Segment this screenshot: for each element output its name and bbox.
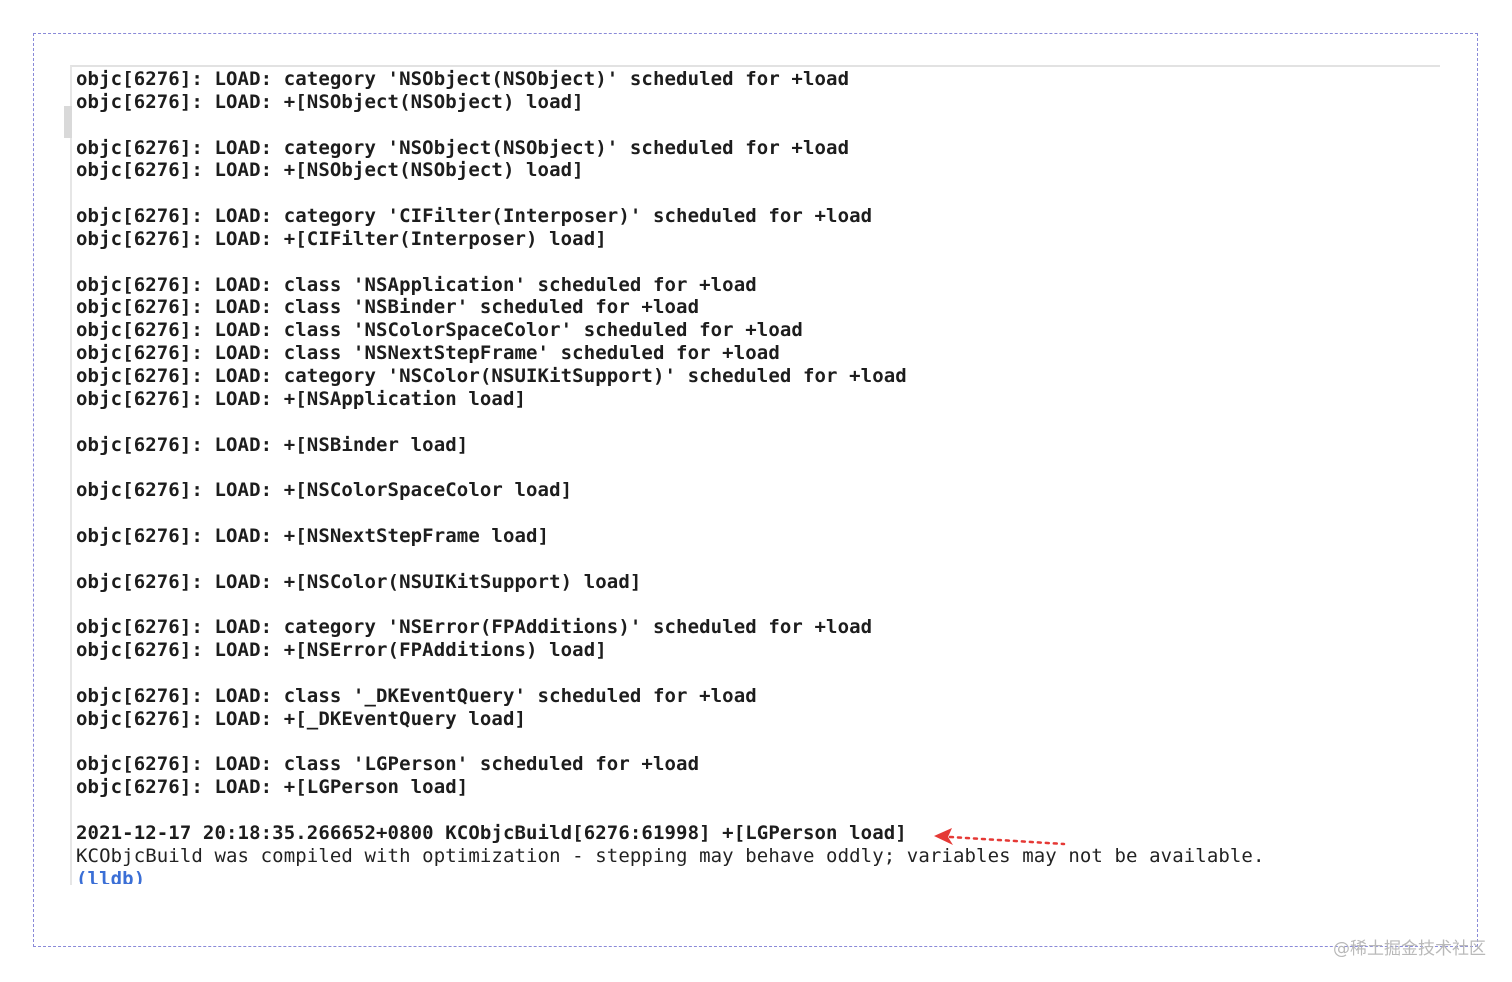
dashed-frame [33,33,1478,947]
console-warning-line: KCObjcBuild was compiled with optimizati… [76,844,1265,867]
console-line [76,662,1265,685]
console-line: objc[6276]: LOAD: +[_DKEventQuery load] [76,707,527,730]
red-arrow-icon [934,828,1066,846]
console-line: objc[6276]: LOAD: class 'NSBinder' sched… [76,296,700,319]
console-line [76,182,1265,205]
console-line: objc[6276]: LOAD: +[NSBinder load] [76,433,469,456]
console-line: objc[6276]: LOAD: class 'NSNextStepFrame… [76,342,780,365]
console-line [76,548,1265,571]
console-line: objc[6276]: LOAD: +[NSNextStepFrame load… [76,524,550,547]
console-line [76,730,1265,753]
console-line: objc[6276]: LOAD: +[NSColor(NSUIKitSuppo… [76,570,642,593]
console-line: objc[6276]: LOAD: +[NSObject(NSObject) l… [76,159,584,182]
console-line: objc[6276]: LOAD: category 'NSObject(NSO… [76,68,850,90]
console-line-timestamp: 2021-12-17 20:18:35.266652+0800 KCObjcBu… [76,821,907,844]
console-line: objc[6276]: LOAD: class 'NSApplication' … [76,273,757,296]
console-line: objc[6276]: LOAD: +[NSError(FPAdditions)… [76,639,607,662]
scrollbar-thumb[interactable] [64,106,72,138]
watermark: @稀土掘金技术社区 [1333,939,1486,959]
console-line [76,114,1265,137]
console-line: objc[6276]: LOAD: +[CIFilter(Interposer)… [76,227,607,250]
console-line: objc[6276]: LOAD: class 'NSColorSpaceCol… [76,319,803,342]
console-line [76,593,1265,616]
console-output: objc[6276]: LOAD: category 'NSObject(NSO… [76,68,1265,884]
console-line [76,799,1265,822]
console-line: objc[6276]: LOAD: +[NSApplication load] [76,387,527,410]
console-line: objc[6276]: LOAD: category 'NSColor(NSUI… [76,364,907,387]
console-line: objc[6276]: LOAD: class '_DKEventQuery' … [76,684,757,707]
console-line: objc[6276]: LOAD: class 'LGPerson' sched… [76,753,700,776]
console-line [76,251,1265,274]
console-line: objc[6276]: LOAD: +[NSObject(NSObject) l… [76,90,584,113]
console-line [76,456,1265,479]
lldb-prompt[interactable]: (lldb) [76,867,146,884]
console-line: objc[6276]: LOAD: +[NSColorSpaceColor lo… [76,479,573,502]
console-line [76,411,1265,434]
console-line: objc[6276]: LOAD: category 'NSError(FPAd… [76,616,873,639]
console-line: objc[6276]: LOAD: category 'NSObject(NSO… [76,136,850,159]
console-line [76,502,1265,525]
debug-console[interactable] [70,65,1440,885]
console-line: objc[6276]: LOAD: category 'CIFilter(Int… [76,205,873,228]
console-line: objc[6276]: LOAD: +[LGPerson load] [76,776,469,799]
